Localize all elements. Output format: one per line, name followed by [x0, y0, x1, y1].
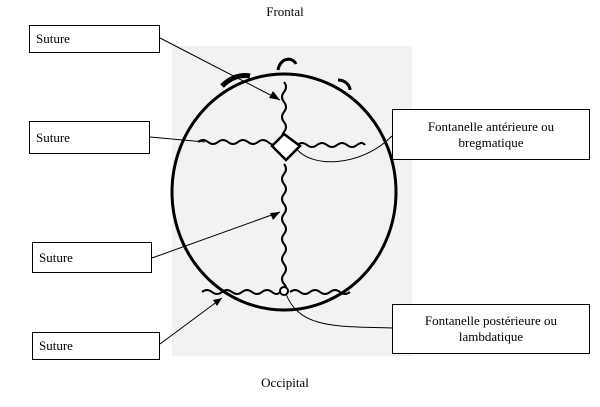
suture-1-arrowhead	[269, 91, 280, 100]
skull-bump-right	[337, 78, 352, 91]
posterior-fontanelle-label-box: Fontanelle postérieure ou lambdatique	[392, 304, 590, 354]
frontal-label: Frontal	[266, 4, 304, 19]
suture-label-box: Suture	[29, 121, 150, 154]
posterior-fontanelle-label: Fontanelle postérieure ou lambdatique	[424, 313, 558, 344]
anterior-fontanelle-label-box: Fontanelle antérieure ou bregmatique	[392, 109, 590, 160]
skull-bump-top	[276, 57, 298, 71]
lambdoid-suture	[201, 289, 351, 295]
posterior-fontanelle-pointer	[285, 293, 393, 329]
suture-3-arrowhead	[270, 212, 280, 220]
suture-4-pointer	[159, 297, 223, 345]
suture-1-pointer	[159, 37, 281, 101]
anterior-fontanelle-label: Fontanelle antérieure ou bregmatique	[427, 118, 555, 150]
suture-4-arrowhead	[213, 298, 222, 306]
suture-label-text: Suture	[36, 31, 70, 46]
anterior-fontanelle-pointer	[295, 135, 393, 163]
suture-label-text: Suture	[39, 249, 73, 265]
suture-label-text: Suture	[36, 129, 70, 145]
skull-outline	[170, 72, 398, 312]
suture-label-text: Suture	[39, 338, 73, 353]
suture-2-pointer	[149, 136, 206, 143]
anterior-fontanelle-shape	[270, 132, 302, 162]
coronal-suture	[197, 139, 366, 148]
suture-3-pointer	[151, 211, 281, 259]
suture-label-box: Suture	[32, 242, 152, 273]
suture-label-box: Suture	[32, 332, 160, 360]
posterior-fontanelle-shape	[279, 286, 289, 296]
occipital-label: Occipital	[261, 375, 309, 390]
suture-label-box: Suture	[29, 25, 160, 53]
